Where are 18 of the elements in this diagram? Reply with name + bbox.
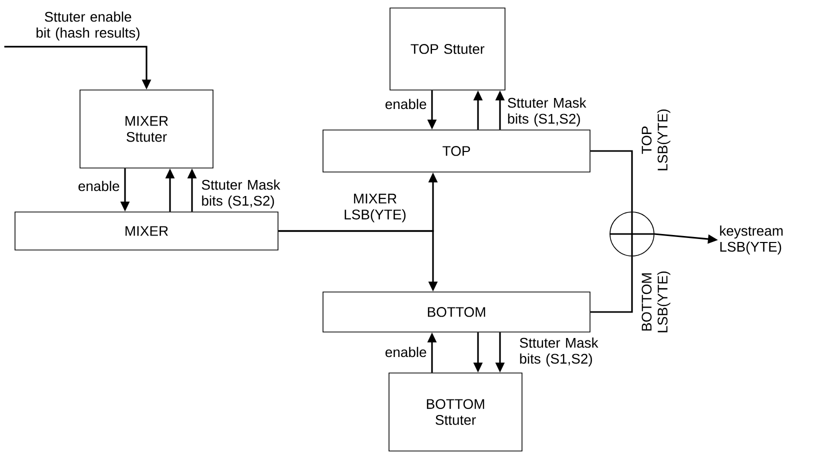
stutter-box: MIXER Sttuter [80, 90, 214, 168]
edge-label: Sttuter Mask bits (S1,S2) [202, 180, 280, 208]
edge-label: enable [78, 180, 120, 192]
edge-label: BOTTOM LSB(YTE) [642, 271, 670, 332]
edge-label: enable [386, 98, 426, 110]
xor-circle [608, 210, 656, 258]
register-box: MIXER [14, 212, 278, 250]
edge-label: enable [386, 346, 426, 358]
edge-label: Sttuter Mask bits (S1,S2) [520, 338, 598, 366]
input-text: Sttuter enable bit (hash results) [36, 12, 140, 40]
stutter-box: BOTTOM Sttuter [388, 372, 522, 452]
edge-label: MIXER LSB(YTE) [344, 194, 406, 222]
edge-label: Sttuter Mask bits (S1,S2) [508, 98, 586, 126]
register-box: BOTTOM [322, 292, 590, 332]
output-text: keystream LSB(YTE) [720, 226, 783, 254]
edge-label: TOP LSB(YTE) [642, 109, 670, 170]
register-box: TOP [322, 130, 590, 172]
stutter-box: TOP Sttuter [390, 8, 506, 90]
